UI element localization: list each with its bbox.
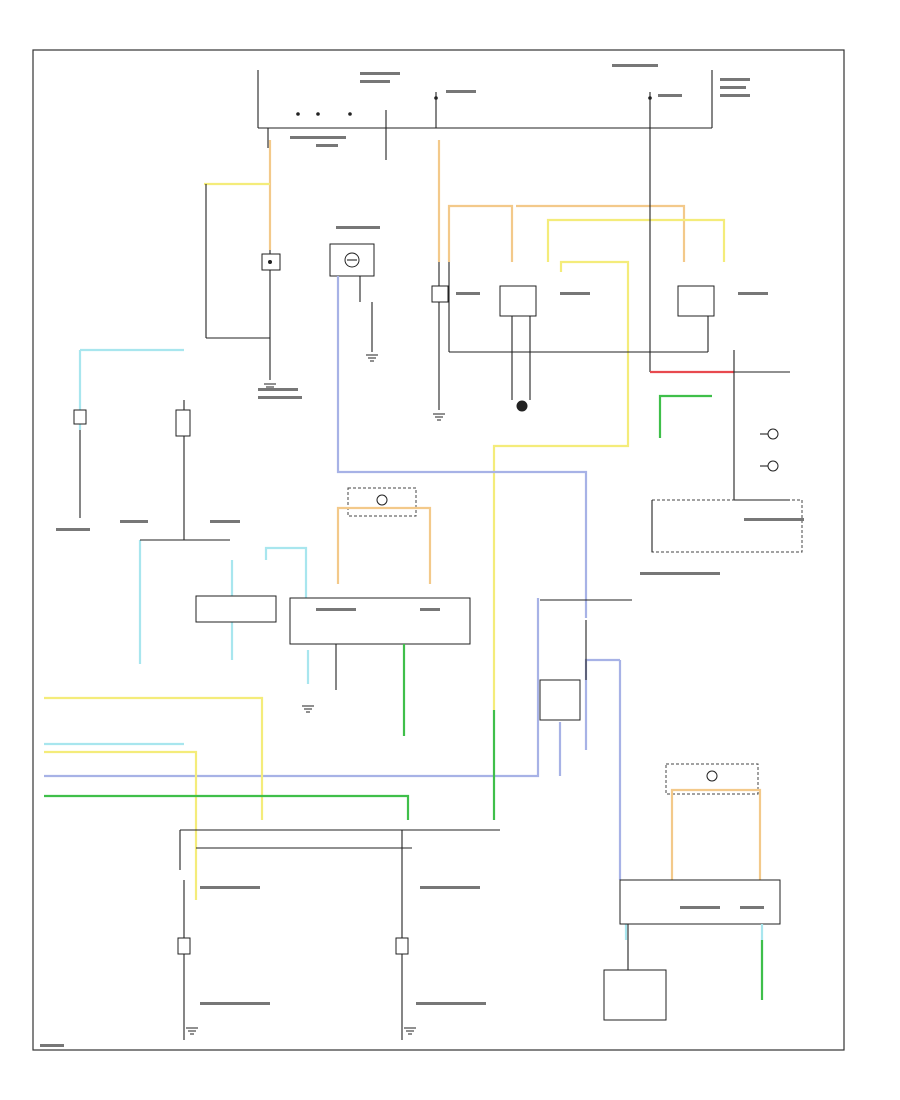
left-lamp-assembly	[205, 184, 281, 391]
bottom-harness	[44, 696, 500, 1040]
ground-icon	[404, 1027, 416, 1035]
center-lamp-module	[289, 487, 471, 736]
instrument-cluster	[649, 180, 803, 553]
label-marks	[40, 64, 804, 1047]
splice-node-icon	[648, 96, 652, 100]
bottom-right-module	[603, 763, 781, 1021]
bulb-icon	[767, 428, 779, 440]
wire-orange-top	[204, 140, 726, 710]
bulb-icon	[376, 494, 388, 506]
ground-icon	[186, 1027, 198, 1035]
splice-node-icon	[296, 112, 300, 116]
relay-group-right	[431, 262, 715, 421]
splice-node-icon	[434, 96, 438, 100]
center-top-lamp	[329, 243, 378, 362]
center-right-connectors	[539, 599, 632, 721]
wire-cyan-left	[44, 348, 628, 940]
splice-node-icon	[316, 112, 320, 116]
ground-icon	[366, 354, 378, 362]
left-module	[195, 595, 277, 623]
bulb-icon	[706, 770, 718, 782]
splice-node-icon	[348, 112, 352, 116]
ground-icon	[302, 705, 314, 713]
fuse-block	[257, 70, 713, 180]
bulb-icon	[767, 460, 779, 472]
wire-blue	[44, 276, 622, 880]
diagram-frame	[32, 49, 845, 1051]
ground-icon	[433, 413, 445, 421]
